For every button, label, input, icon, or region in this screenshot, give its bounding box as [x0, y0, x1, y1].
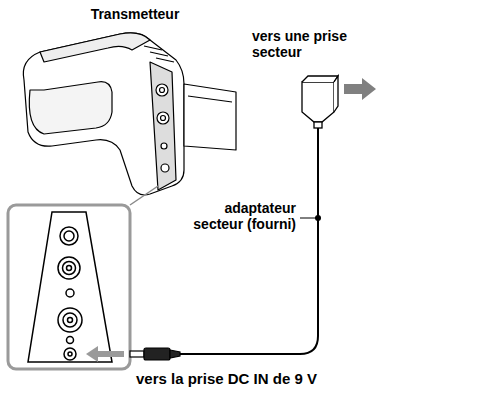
part-name: adaptateur secteur (fourni) [172, 200, 296, 232]
transmitter-top [40, 33, 150, 62]
ac-adapter [302, 76, 338, 128]
transmitter-body [23, 33, 184, 195]
callout-text: vers la prise DC IN de 9 V [136, 370, 476, 387]
jack [58, 227, 82, 360]
jack-panel [150, 62, 176, 190]
jack-panel-zoom [28, 212, 112, 362]
transmitter-plate [184, 84, 236, 150]
outlet-arrow [344, 78, 376, 100]
dc-plug [130, 348, 180, 360]
part-name: Transmetteur [70, 6, 200, 22]
adapter-cable [180, 126, 318, 354]
insert-arrow [86, 346, 124, 362]
zoom-inset [8, 205, 130, 369]
leader-line [300, 218, 316, 219]
callout-text: vers une prise secteur [252, 28, 364, 60]
transmitter-handle [29, 82, 112, 134]
